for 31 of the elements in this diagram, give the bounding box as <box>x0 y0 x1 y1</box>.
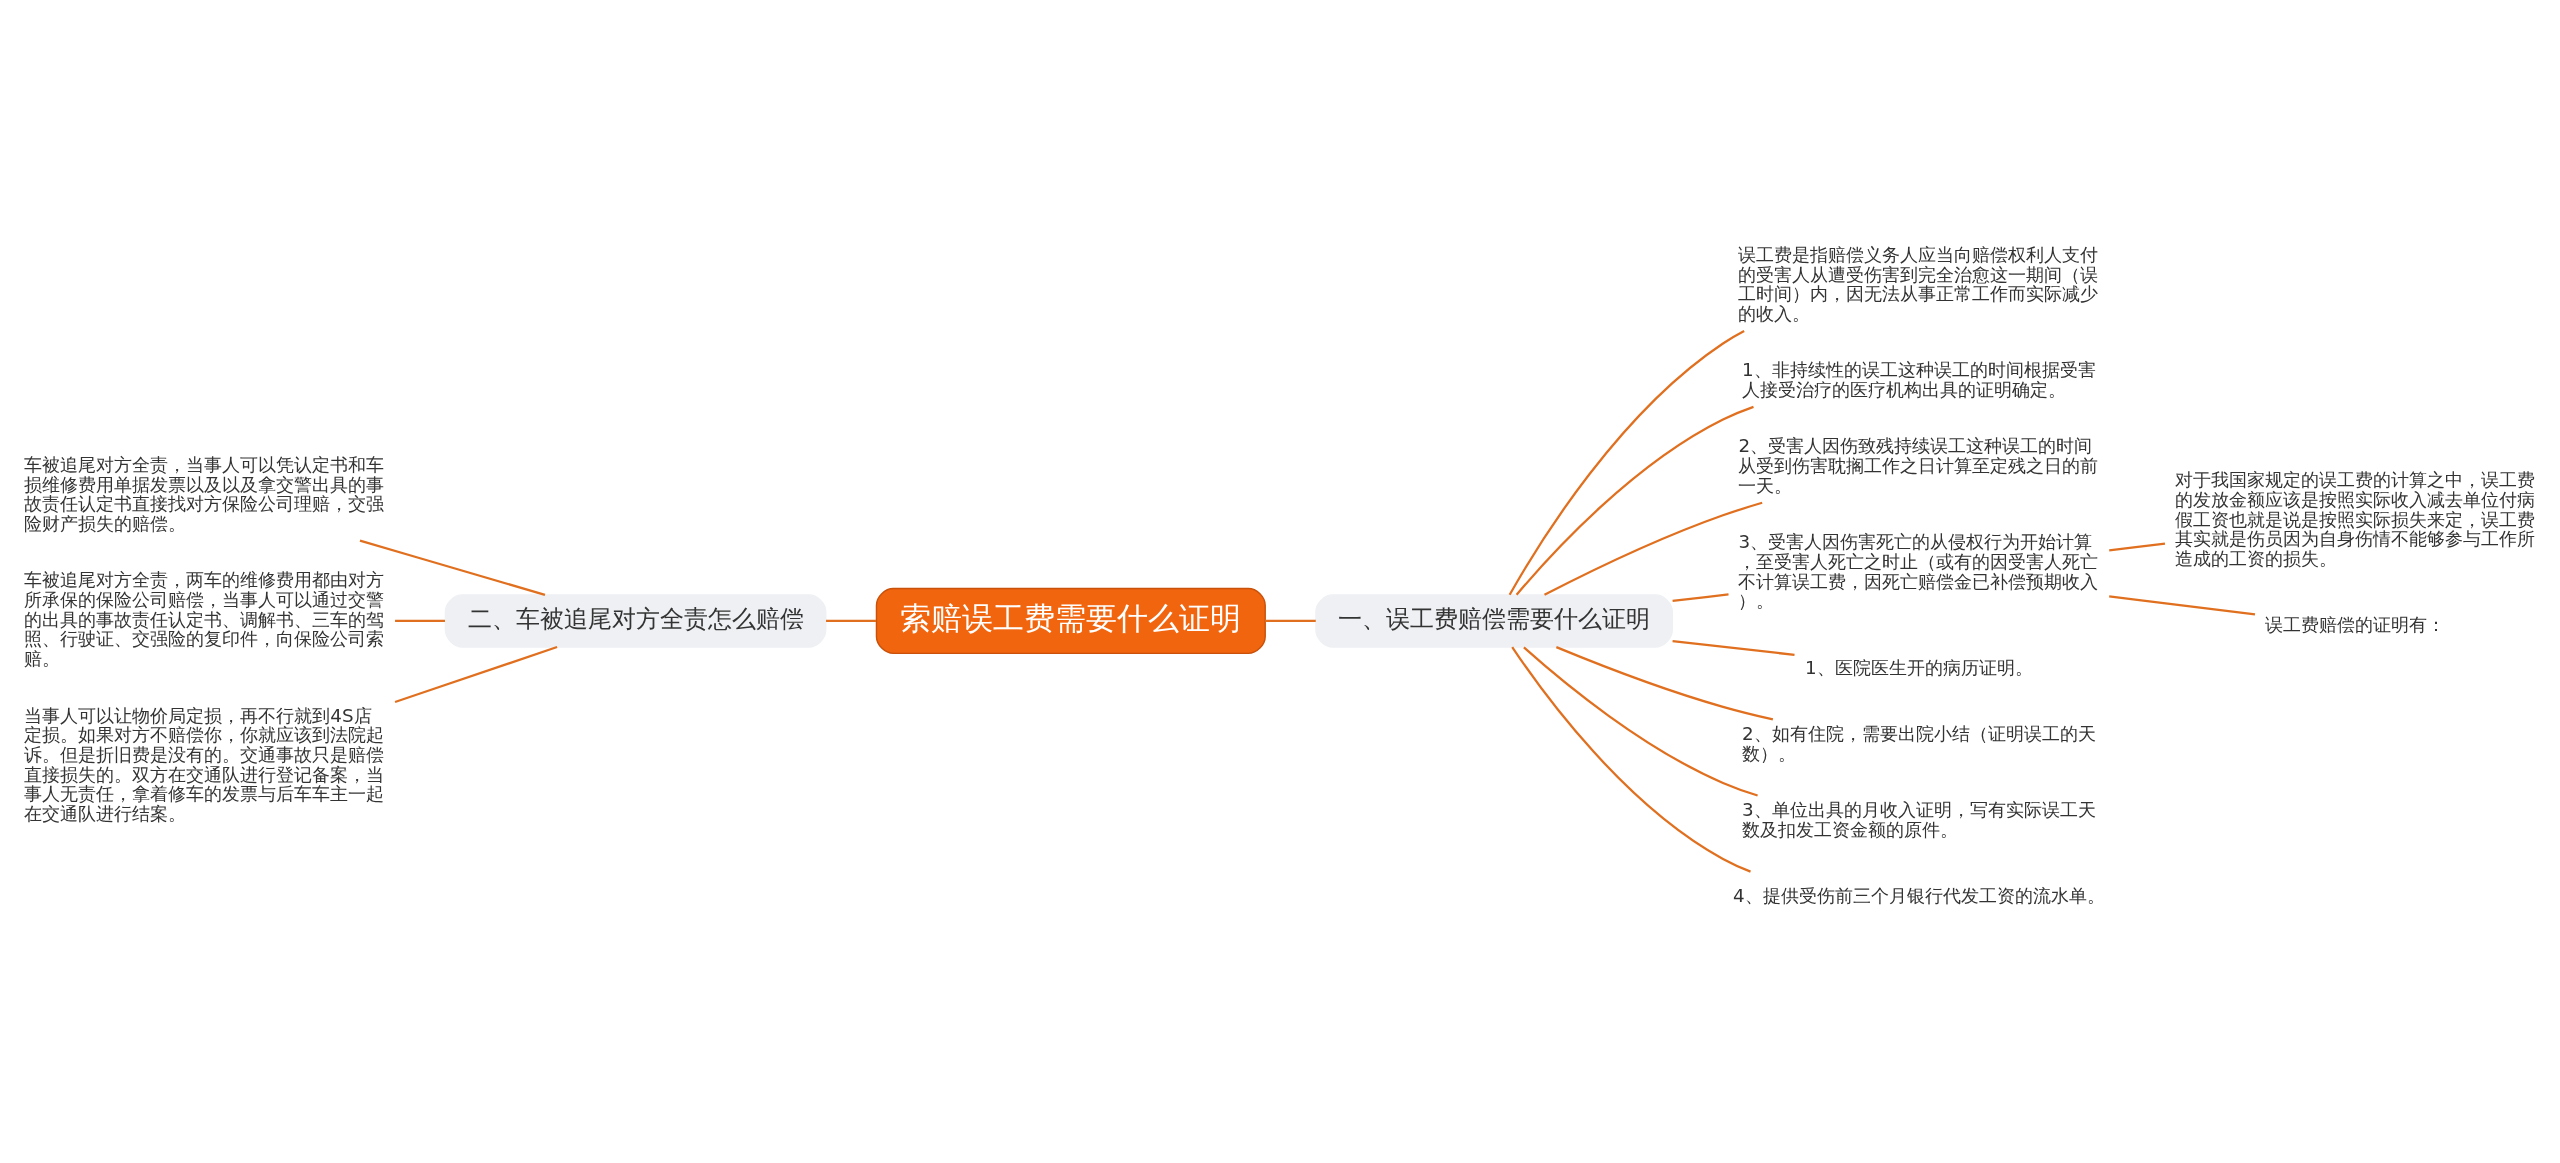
node-text: 车被追尾对方全责，当事人可以凭认定书和车损维修费用单据发票以及以及拿交警出具的事故责任认定书直接找对方保险公司理赔，交强险财产损失的赔偿。 <box>24 453 385 534</box>
node-box: 一、误工费赔偿需要什么证明 <box>1315 594 1673 648</box>
connector <box>1523 646 1758 797</box>
node-box: 索赔误工费需要什么证明 <box>875 587 1266 655</box>
connector <box>2109 542 2166 552</box>
node-text: 对于我国家规定的误工费的计算之中，误工费的发放金额应该是按照实际收入减去单位付病假工资也就是说是按照实际损失来定，误工费其实就是伤员因为自身伤情不能够参与工作所造成的工资的损失。 <box>2175 469 2536 570</box>
node-text: 2、受害人因伤致残持续误工这种误工的时间从受到伤害耽搁工作之日计算至定残之日的前一天。 <box>1738 435 2099 496</box>
node-text: 当事人可以让物价局定损，再不行就到4S店定损。如果对方不赔偿你，你就应该到法院起诉。但是折旧费是没有的。交通事故只是赔偿直接损失的。双方在交通队进行登记备案，当事人无责任，拿着修车的发票与后车车主一起在交通队进行结案。 <box>24 704 385 825</box>
connector <box>1265 619 1316 623</box>
node-box: 二、车被追尾对方全责怎么赔偿 <box>444 594 827 648</box>
node-text: 误工费赔偿的证明有： <box>2265 614 2446 636</box>
connector <box>1508 330 1745 596</box>
connector <box>1672 639 1795 656</box>
node-text: 3、单位出具的月收入证明，写有实际误工天数及扣发工资金额的原件。 <box>1742 798 2096 840</box>
node-text: 1、非持续性的误工这种误工的时间根据受害人接受治疗的医疗机构出具的证明确定。 <box>1742 359 2096 401</box>
connector <box>826 619 877 623</box>
connector <box>394 646 558 704</box>
node-text: 1、医院医生开的病历证明。 <box>1804 656 2033 678</box>
node-text: 误工费是指赔偿义务人应当向赔偿权利人支付的受害人从遭受伤害到完全治愈这一期间（误工时间）内，因无法从事正常工作而实际减少的收入。 <box>1738 243 2099 325</box>
node-text: 3、受害人因伤害死亡的从侵权行为开始计算，至受害人死亡之时止（或有的因受害人死亡不计算误工费，因死亡赔偿金已补偿预期收入）。 <box>1738 531 2099 612</box>
connector <box>1672 593 1729 602</box>
node-text: 车被追尾对方全责，两车的维修费用都由对方所承保的保险公司赔偿，当事人可以通过交警的出具的事故责任认定书、调解书、三车的驾照、行驶证、交强险的复印件，向保险公司索赔。 <box>24 569 385 670</box>
connector <box>359 539 546 596</box>
connector <box>1555 646 1774 721</box>
connector <box>1544 501 1763 596</box>
connector <box>1511 646 1751 873</box>
connector <box>395 619 445 623</box>
connector <box>2109 595 2256 616</box>
node-text: 4、提供受伤前三个月银行代发工资的流水单。 <box>1732 884 2105 906</box>
node-text: 2、如有住院，需要出院小结（证明误工的天数）。 <box>1742 722 2096 764</box>
connector <box>1515 405 1754 596</box>
